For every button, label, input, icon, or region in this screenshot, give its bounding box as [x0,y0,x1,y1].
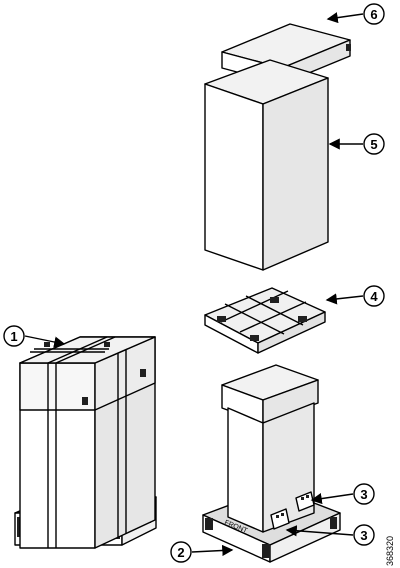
callout-4-number: 4 [370,289,378,304]
callout-3-upper-number: 3 [360,487,367,502]
callout-1: 1 [3,325,66,348]
unit-on-pallet-assembly: FRONT [202,364,341,563]
carton-sleeve [204,59,329,271]
packed-carton-assembly [14,336,157,549]
callout-2-number: 2 [177,545,184,560]
callout-6: 6 [326,3,385,25]
figure-id: 368320 [385,536,395,566]
callout-3-upper: 3 [310,483,375,505]
callout-2: 2 [170,541,234,563]
callout-5: 5 [328,133,385,155]
shipping-bracket-lower [270,508,290,530]
callout-5-number: 5 [370,137,377,152]
shipping-bracket-upper [295,491,315,512]
callout-3-lower: 3 [285,524,375,546]
callout-4: 4 [325,285,385,307]
packed-carton-box [19,336,156,549]
callout-3-lower-number: 3 [360,528,367,543]
foam-top-cushion [204,287,326,354]
callout-1-number: 1 [10,329,17,344]
callout-6-number: 6 [370,7,377,22]
